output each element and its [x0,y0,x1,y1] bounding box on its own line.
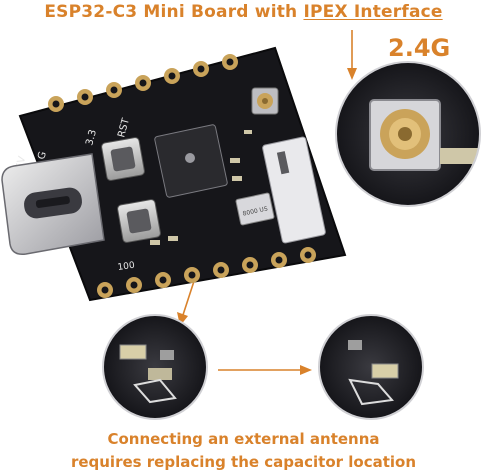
usb-c-connector [1,153,105,256]
title-ipex-interface: IPEX Interface [303,2,443,22]
zoom-ipex [335,61,481,207]
reset-button [117,199,161,243]
zoom-capacitor-replaced [318,314,424,420]
caption-line-1: Connecting an external antenna [107,430,380,448]
caption-line-2: requires replacing the capacitor locatio… [70,453,417,471]
silk-rst: RST [116,116,132,138]
crystal-oscillator: 8000 US [235,192,275,226]
caption: Connecting an external antenna requires … [0,428,487,474]
silk-g: G [36,150,49,160]
boot-button [101,137,145,181]
ipex-connector [251,87,279,115]
ceramic-antenna [262,136,326,244]
esp32-c3-board: 5V G 3.3 RST 100 [1,46,347,302]
esp32-c3-chip [154,124,228,198]
silk-33: 3.3 [84,129,99,147]
page-title: ESP32-C3 Mini Board with IPEX Interface [0,0,487,24]
frequency-label: 2.4G [388,34,451,62]
zoom-capacitor-original [102,314,208,420]
silk-100: 100 [117,261,136,273]
passive-components [150,130,252,245]
title-prefix: ESP32-C3 Mini Board with [44,2,304,22]
